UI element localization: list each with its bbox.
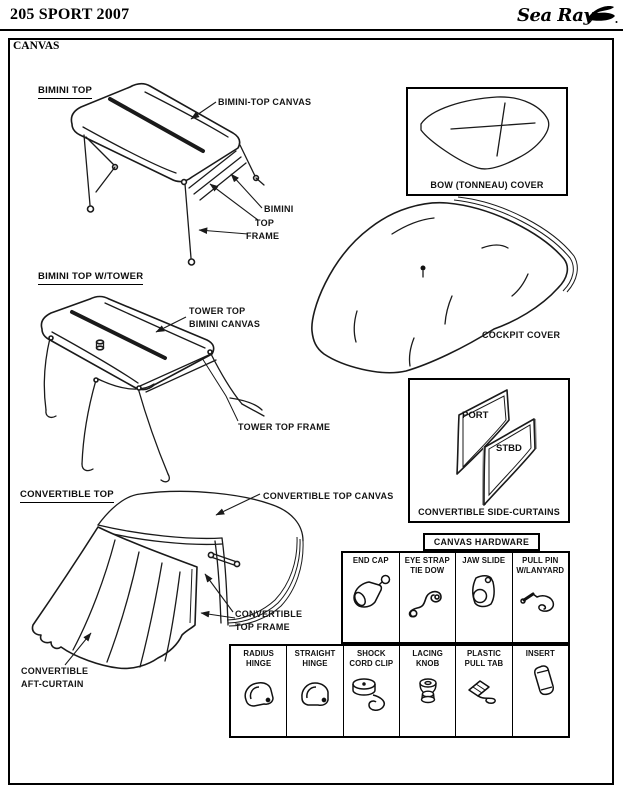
jaw-slide-icon	[471, 574, 495, 607]
canvas-section-label: CANVAS	[13, 40, 60, 52]
hardware-cell-end-cap: END CAP	[343, 553, 399, 642]
searay-swoosh-icon	[588, 6, 615, 21]
hardware-cell-eye-strap: EYE STRAP TIE DOW	[398, 553, 456, 642]
hardware-cell-lacing-knob: LACING KNOB	[398, 646, 455, 736]
convertible-aft-callout: CONVERTIBLE AFT-CURTAIN	[21, 666, 89, 689]
straight-hinge-icon	[301, 682, 329, 707]
convertible-frame-callout: CONVERTIBLE TOP FRAME	[235, 609, 303, 632]
header-rule	[0, 29, 623, 31]
side-curtains-drawing	[456, 389, 537, 506]
hardware-cell-insert: INSERT	[511, 646, 568, 736]
hardware-cell-pull-pin: PULL PIN W/LANYARD	[511, 553, 569, 642]
bimini-frame-callout-line3: FRAME	[246, 231, 280, 241]
shock-cord-clip-icon	[352, 678, 386, 712]
convertible-top-drawing	[31, 490, 304, 670]
canvas-section-frame	[8, 38, 614, 785]
side-curtains-caption: CONVERTIBLE SIDE-CURTAINS	[418, 507, 560, 517]
cockpit-cover-caption: COCKPIT COVER	[482, 330, 561, 340]
bow-cover-caption: BOW (TONNEAU) COVER	[430, 180, 544, 190]
searay-logo: Sea Ray	[517, 5, 618, 26]
page-title: 205 SPORT 2007	[10, 6, 130, 23]
convertible-canvas-callout: CONVERTIBLE TOP CANVAS	[263, 491, 394, 501]
lacing-knob-icon	[418, 678, 437, 704]
bimini-top-title: BIMINI TOP	[38, 85, 93, 99]
side-curtains-panel: PORT STBD CONVERTIBLE SIDE-CURTAINS	[408, 378, 570, 523]
hardware-cell-radius-hinge: RADIUS HINGE	[231, 646, 286, 736]
bow-cover-panel: BOW (TONNEAU) COVER	[406, 87, 568, 196]
port-curtain-label: PORT	[462, 410, 489, 421]
tower-frame-callout: TOWER TOP FRAME	[238, 422, 331, 432]
hardware-table-row2: RADIUS HINGE STRAIGHT HINGE SHOCK CORD	[229, 644, 570, 738]
hardware-cell-jaw-slide: JAW SLIDE	[455, 553, 512, 642]
end-cap-icon	[353, 574, 390, 608]
radius-hinge-icon	[244, 682, 274, 708]
canvas-hardware-title: CANVAS HARDWARE	[423, 533, 540, 551]
eye-strap-tie-down-icon	[409, 591, 443, 618]
pull-pin-lanyard-icon	[520, 592, 555, 613]
stbd-curtain-label: STBD	[496, 443, 522, 454]
hardware-cell-shock-cord-clip: SHOCK CORD CLIP	[342, 646, 399, 736]
bimini-top-drawing	[70, 82, 265, 266]
bimini-tower-title: BIMINI TOP W/TOWER	[38, 271, 144, 285]
plastic-pull-tab-icon	[468, 680, 496, 705]
hardware-cell-plastic-pull-tab: PLASTIC PULL TAB	[455, 646, 511, 736]
searay-logo-text: Sea Ray	[517, 5, 595, 26]
bimini-tower-drawing	[40, 295, 265, 483]
convertible-top-title: CONVERTIBLE TOP	[20, 489, 114, 503]
bimini-top-canvas-callout: BIMINI-TOP CANVAS	[218, 97, 312, 107]
hardware-table-row1: END CAP EYE STRAP TIE DOW J	[341, 551, 570, 644]
bimini-frame-callout-line2: TOP	[255, 218, 275, 228]
bow-cover-drawing	[420, 96, 550, 170]
hardware-cell-straight-hinge: STRAIGHT HINGE	[286, 646, 342, 736]
cockpit-cover-drawing	[311, 196, 578, 374]
tower-canvas-callout: TOWER TOP BIMINI CANVAS	[189, 306, 261, 329]
insert-icon	[534, 664, 555, 695]
bimini-frame-callout-line1: BIMINI	[264, 204, 294, 214]
